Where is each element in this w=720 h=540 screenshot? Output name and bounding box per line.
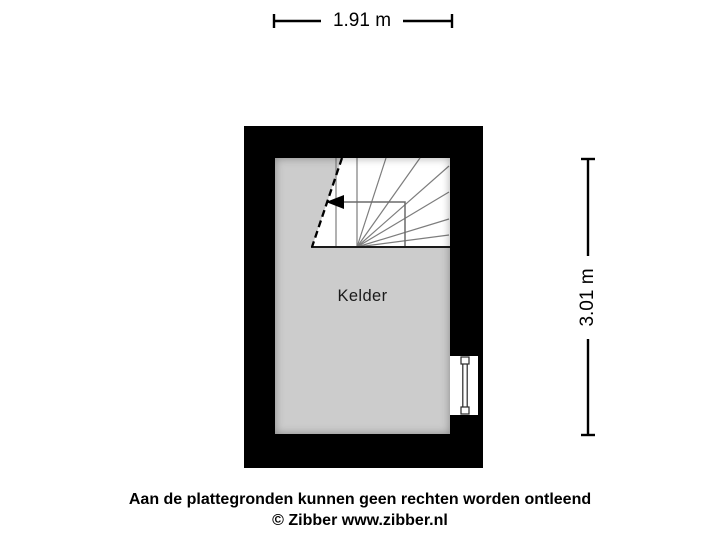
dimension-width-label: 1.91 m (321, 7, 403, 34)
footer-copyright: © Zibber www.zibber.nl (272, 512, 448, 529)
room-label: Kelder (337, 286, 388, 305)
dimension-height-label: 3.01 m (574, 256, 601, 339)
footer-disclaimer: Aan de plattegronden kunnen geen rechten… (128, 491, 592, 508)
